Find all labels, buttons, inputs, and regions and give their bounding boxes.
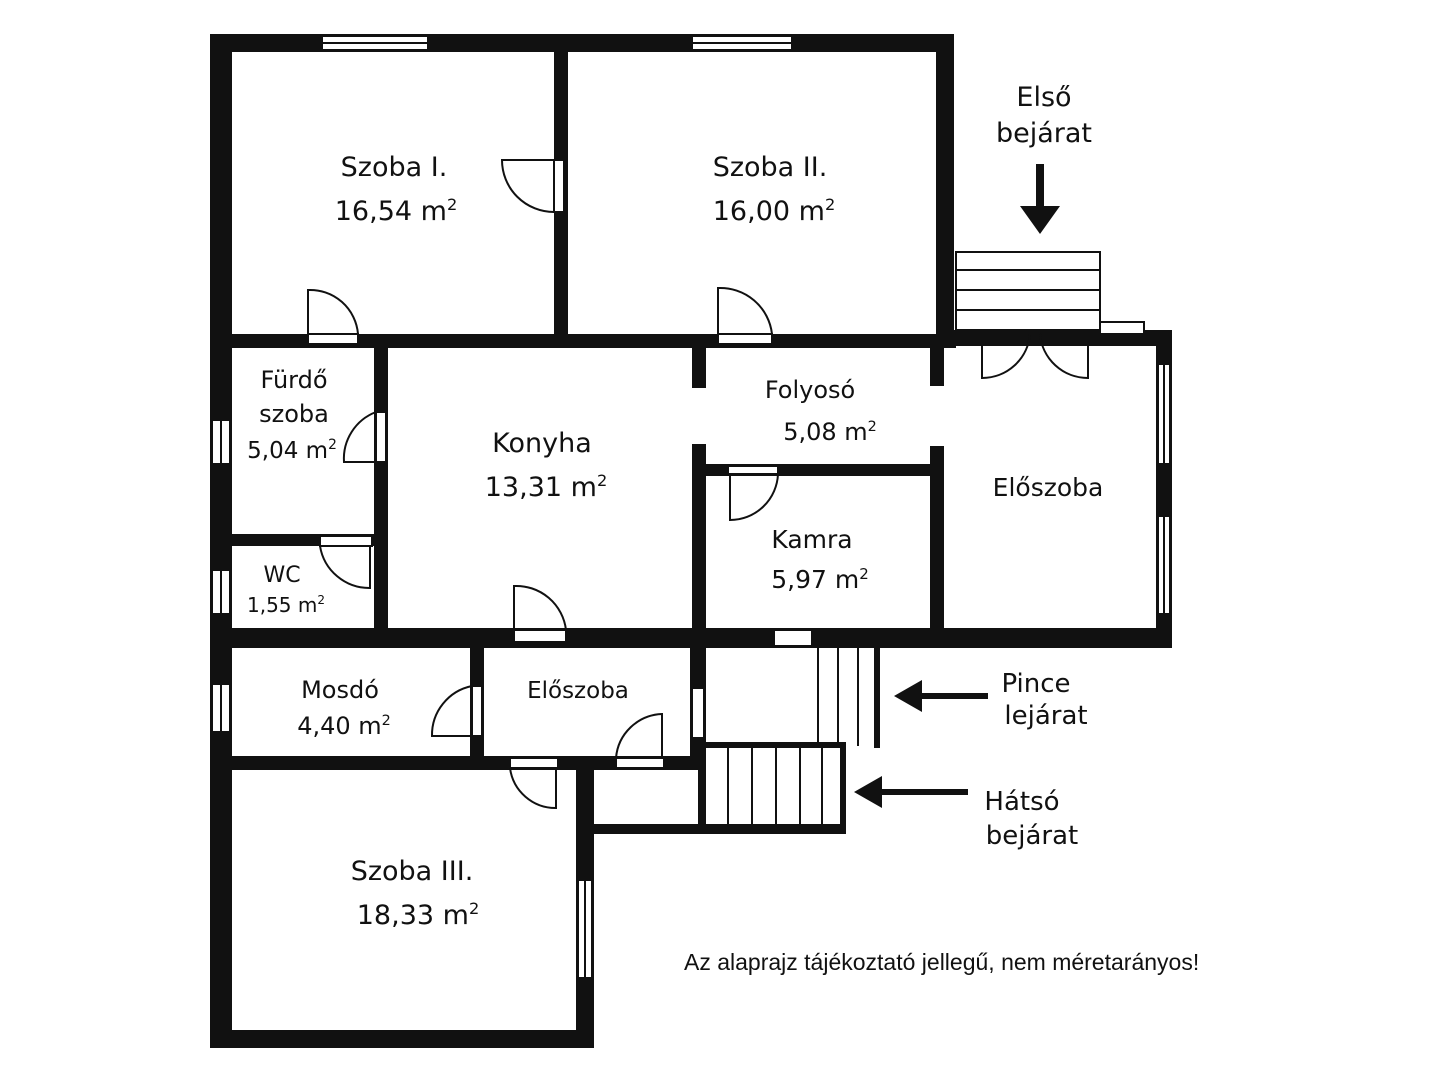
wall-back-top [576, 764, 586, 834]
room-kamra-name: Kamra [771, 525, 852, 554]
room-konyha-name: Konyha [492, 428, 592, 459]
wall-folyoso-right-a [930, 346, 944, 386]
room-kamra-area: 5,97 m2 [771, 565, 869, 594]
room-wc-name: WC [263, 563, 300, 588]
door-szoba2-swing [717, 286, 773, 335]
wall-folyoso-right-b [930, 446, 944, 630]
wall-middle [210, 628, 1172, 648]
back-entrance-line1: Hátsó [984, 787, 1059, 817]
arrow-front-icon [1020, 164, 1060, 234]
room-eloszoba-right-name: Előszoba [993, 473, 1104, 502]
door-furdo-leaf [375, 411, 387, 463]
door-eloszoba-mid-swing [615, 712, 663, 759]
wall-konyha-right-b [692, 444, 706, 630]
room-konyha: Konyha 13,31 m2 [485, 428, 608, 503]
room-szoba1-area: 16,54 m2 [335, 195, 458, 227]
cellar-line2: lejárat [1004, 701, 1087, 731]
room-szoba2-area: 16,00 m2 [713, 195, 836, 227]
room-eloszoba-right: Előszoba [993, 473, 1104, 502]
room-szoba1-name: Szoba I. [341, 152, 448, 183]
room-eloszoba-mid-name: Előszoba [527, 678, 629, 704]
room-mosdo-area: 4,40 m2 [297, 712, 391, 740]
cellar-stairs [817, 648, 859, 746]
room-szoba1: Szoba I. 16,54 m2 [335, 152, 458, 227]
window-eloszoba-top [1099, 321, 1145, 335]
room-szoba2: Szoba II. 16,00 m2 [713, 152, 836, 227]
room-mosdo-name: Mosdó [301, 676, 379, 704]
window-kamra-bottom [773, 629, 813, 647]
room-folyoso-area: 5,08 m2 [783, 418, 877, 446]
room-folyoso-name: Folyosó [765, 376, 855, 404]
room-furdo-area: 5,04 m2 [247, 437, 337, 464]
room-furdo-name-2: szoba [259, 400, 329, 428]
annotation-back-entrance: Hátsó bejárat [984, 787, 1078, 851]
door-konyha-leaf [513, 629, 567, 643]
room-kamra: Kamra 5,97 m2 [771, 525, 869, 594]
door-szoba1-swing [500, 159, 555, 213]
wall-back-step-left [698, 742, 706, 834]
wall-back-step-top [698, 742, 846, 748]
door-szoba2-leaf [717, 333, 773, 345]
room-furdo: Fürdő szoba 5,04 m2 [247, 366, 337, 464]
room-szoba2-name: Szoba II. [713, 152, 828, 183]
disclaimer-note: Az alaprajz tájékoztató jellegű, nem mér… [684, 949, 1199, 975]
door-kamra-swing [729, 473, 779, 522]
front-stairs [955, 251, 1101, 331]
door-szoba3-swing [509, 767, 557, 810]
doors [307, 159, 1089, 810]
door-konyha-swing [513, 584, 567, 631]
windows [211, 35, 1171, 979]
door-mosdo-leaf [471, 685, 483, 737]
room-eloszoba-mid: Előszoba [527, 678, 629, 704]
wall-cellar-right [874, 648, 880, 748]
door-kamra-leaf [727, 465, 779, 475]
room-szoba3-name: Szoba III. [351, 856, 474, 887]
wall-konyha-right-a [692, 346, 706, 388]
arrow-back-icon [854, 776, 968, 808]
door-front-left [981, 333, 1031, 380]
wall-back-bottom [576, 824, 846, 834]
room-mosdo: Mosdó 4,40 m2 [297, 676, 391, 740]
annotation-cellar: Pince lejárat [1001, 669, 1087, 731]
room-furdo-name-1: Fürdő [260, 366, 327, 394]
room-szoba3-area: 18,33 m2 [357, 899, 480, 931]
window-eloszoba-mid [691, 687, 705, 739]
room-wc: WC 1,55 m2 [247, 563, 325, 617]
door-eloszoba-mid-leaf [615, 757, 665, 769]
door-szoba1-bottom-leaf [307, 333, 359, 345]
wall-back-step-right [840, 742, 846, 834]
back-stairs [727, 748, 823, 826]
room-wc-area: 1,55 m2 [247, 593, 325, 617]
cellar-line1: Pince [1001, 669, 1070, 699]
arrow-cellar-icon [894, 680, 988, 712]
door-mosdo-swing [430, 685, 473, 737]
door-wc-leaf [319, 535, 373, 547]
wall-right-upper [936, 34, 954, 346]
room-szoba3: Szoba III. 18,33 m2 [351, 856, 480, 931]
back-entrance-line2: bejárat [986, 821, 1078, 851]
front-entrance-line1: Első [1016, 82, 1071, 113]
wall-furdo-right [374, 346, 388, 630]
door-front-right [1039, 333, 1089, 380]
annotation-front-entrance: Első bejárat [996, 82, 1092, 149]
wall-bottom [210, 1030, 594, 1048]
door-szoba1-leaf [553, 159, 565, 213]
door-furdo-swing [342, 411, 377, 463]
room-konyha-area: 13,31 m2 [485, 471, 608, 503]
door-wc-swing [319, 545, 371, 590]
door-szoba3-leaf [509, 757, 559, 769]
door-szoba1-bottom-swing [307, 288, 359, 335]
front-entrance-line2: bejárat [996, 118, 1092, 149]
room-folyoso: Folyosó 5,08 m2 [765, 376, 877, 446]
